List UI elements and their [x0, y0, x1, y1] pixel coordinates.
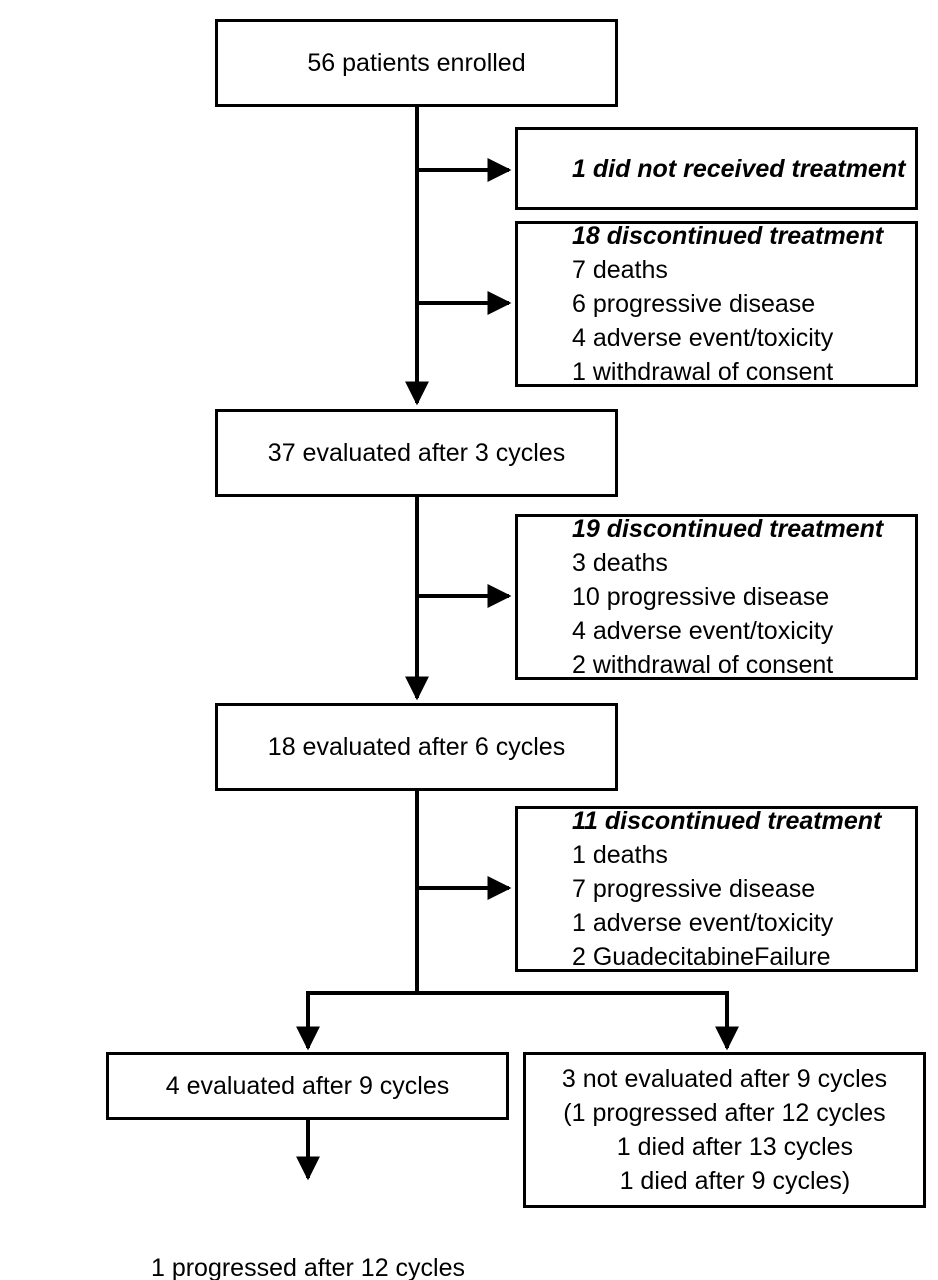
node-discontinued-2-item: 10 progressive disease — [572, 583, 830, 611]
node-not-evaluated-9-cycles-line: 1 died after 13 cycles — [595, 1133, 854, 1161]
node-evaluated-6-cycles-label: 18 evaluated after 6 cycles — [267, 733, 566, 761]
node-discontinued-3-item: 1 adverse event/toxicity — [572, 909, 834, 937]
node-not-evaluated-9-cycles-line: 1 died after 9 cycles) — [598, 1167, 851, 1195]
node-discontinued-1-item: 1 withdrawal of consent — [572, 358, 834, 386]
node-enrolled-label: 56 patients enrolled — [307, 49, 526, 77]
node-discontinued-1-heading: 18 discontinued treatment — [572, 222, 884, 250]
outcome-text-block: 1 progressed after 12 cycles 1 progresse… — [10, 1183, 606, 1280]
node-enrolled: 56 patients enrolled — [215, 19, 618, 107]
outcome-text-line: 1 progressed after 12 cycles — [150, 1254, 466, 1280]
node-evaluated-3-cycles: 37 evaluated after 3 cycles — [215, 409, 618, 497]
node-discontinued-3-item: 1 deaths — [572, 841, 668, 869]
node-discontinued-2: 19 discontinued treatment 3 deaths 10 pr… — [515, 514, 918, 680]
node-discontinued-3-item: 7 progressive disease — [572, 875, 816, 903]
node-evaluated-6-cycles: 18 evaluated after 6 cycles — [215, 703, 618, 791]
node-not-evaluated-9-cycles-line: 3 not evaluated after 9 cycles — [561, 1065, 888, 1093]
node-discontinued-3: 11 discontinued treatment 1 deaths 7 pro… — [515, 806, 918, 972]
node-discontinued-1-item: 4 adverse event/toxicity — [572, 324, 834, 352]
node-discontinued-3-item: 2 GuadecitabineFailure — [572, 943, 831, 971]
node-evaluated-9-cycles: 4 evaluated after 9 cycles — [106, 1052, 509, 1120]
node-discontinued-1-item: 7 deaths — [572, 256, 668, 284]
node-evaluated-9-cycles-label: 4 evaluated after 9 cycles — [165, 1072, 450, 1100]
node-discontinued-2-heading: 19 discontinued treatment — [572, 515, 884, 543]
node-discontinued-3-heading: 11 discontinued treatment — [572, 807, 882, 835]
node-discontinued-2-item: 4 adverse event/toxicity — [572, 617, 834, 645]
node-not-evaluated-9-cycles-line: (1 progressed after 12 cycles — [563, 1099, 886, 1127]
node-not-evaluated-9-cycles: 3 not evaluated after 9 cycles (1 progre… — [523, 1052, 926, 1208]
node-discontinued-2-item: 2 withdrawal of consent — [572, 651, 834, 679]
node-discontinued-2-item: 3 deaths — [572, 549, 668, 577]
node-not-received-heading: 1 did not received treatment — [572, 154, 906, 183]
node-evaluated-3-cycles-label: 37 evaluated after 3 cycles — [267, 439, 566, 467]
node-discontinued-1: 18 discontinued treatment 7 deaths 6 pro… — [515, 221, 918, 387]
node-not-received-treatment: 1 did not received treatment — [515, 127, 918, 210]
node-discontinued-1-item: 6 progressive disease — [572, 290, 816, 318]
